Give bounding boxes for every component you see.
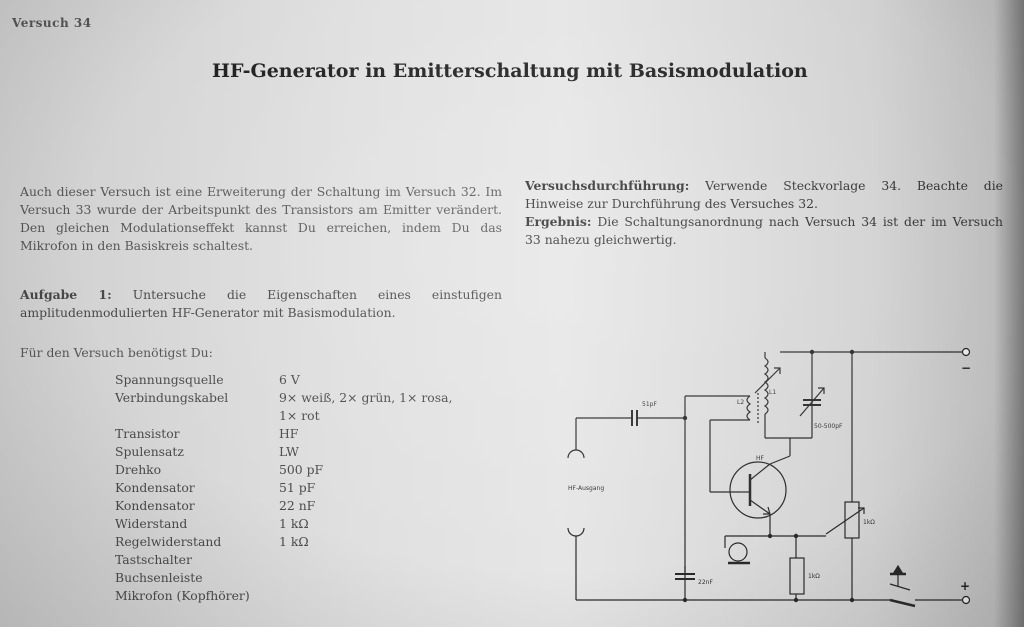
output-label: HF-Ausgang <box>568 485 604 492</box>
result-paragraph: Ergebnis: Die Schaltungsanordnung nach V… <box>525 213 1003 249</box>
procedure-paragraph: Versuchsdurchführung: Verwende Steckvorl… <box>525 177 1003 213</box>
procedure-result-block: Versuchsdurchführung: Verwende Steckvorl… <box>525 177 1003 249</box>
terminal-minus <box>961 347 971 357</box>
experiment-number: Versuch 34 <box>12 16 92 30</box>
push-switch <box>889 598 916 608</box>
materials-row: Tastschalter <box>115 552 192 567</box>
cap-51pf-label: 51pF <box>642 401 657 408</box>
task-label: Aufgabe 1: <box>20 287 112 302</box>
res-var-label: 1kΩ <box>863 519 875 526</box>
transistor-symbol <box>729 461 787 519</box>
page-title: HF-Generator in Emitterschaltung mit Bas… <box>212 60 808 82</box>
materials-row: 1× rot <box>279 408 320 423</box>
minus-label: − <box>961 361 971 375</box>
res-fixed-label: 1kΩ <box>808 573 820 580</box>
materials-row: Buchsenleiste <box>115 570 203 585</box>
coil-l2-label: L2 <box>737 399 744 406</box>
result-label: Ergebnis: <box>525 214 592 229</box>
fixed-resistor <box>789 557 805 595</box>
cap-22nf-label: 22nF <box>698 579 713 586</box>
microphone-symbol <box>728 542 748 562</box>
plus-label: + <box>960 579 970 593</box>
task-text: Untersuche die Eigenschaften eines einst… <box>20 287 502 320</box>
page-edge-shadow <box>994 0 1024 627</box>
materials-heading: Für den Versuch benötigst Du: <box>20 345 213 360</box>
task-paragraph: Aufgabe 1: Untersuche die Eigenschaften … <box>20 286 502 322</box>
result-text: Die Schaltungsanordnung nach Versuch 34 … <box>525 214 1003 247</box>
intro-paragraph: Auch dieser Versuch ist eine Erweiterung… <box>20 184 502 253</box>
transistor-label: HF <box>756 455 765 462</box>
materials-row: Mikrofon (Kopfhörer) <box>115 588 250 603</box>
procedure-text: Verwende Steckvorlage 34. Beachte die Hi… <box>525 178 1003 211</box>
terminal-plus <box>961 595 971 605</box>
output-jack-top <box>567 449 585 459</box>
coil-l1-label: L1 <box>769 389 776 396</box>
procedure-label: Versuchsdurchführung: <box>525 178 690 193</box>
output-jack-bottom <box>567 527 585 537</box>
coil-l2 <box>746 395 752 421</box>
coil-l1 <box>763 357 769 415</box>
circuit-diagram: − + 51pF 50-500pF HF HF-Ausgang 1kΩ 1kΩ … <box>567 347 971 608</box>
cap-var-label: 50-500pF <box>814 423 843 430</box>
